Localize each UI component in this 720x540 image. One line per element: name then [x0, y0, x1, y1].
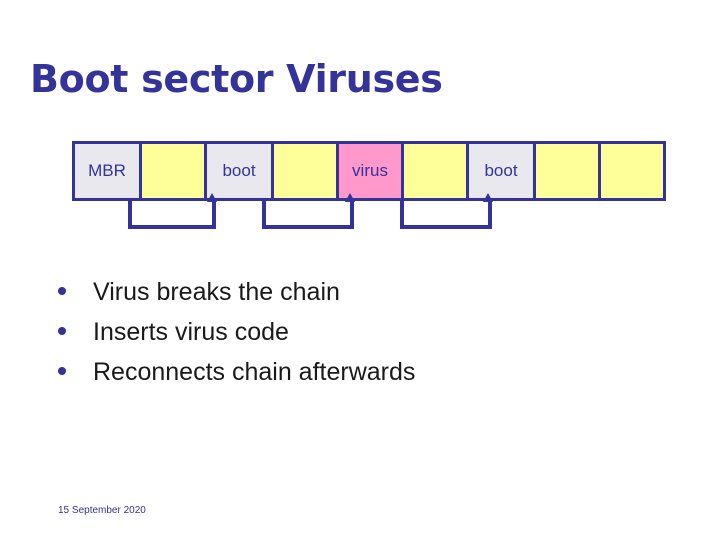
- disk-cell-label: boot: [222, 161, 256, 180]
- page-title: Boot sector Viruses: [30, 57, 443, 101]
- list-item: Inserts virus code: [58, 318, 658, 358]
- chain-connector-2: [262, 193, 355, 229]
- disk-cell-data-2: [271, 141, 339, 201]
- list-item-label: Inserts virus code: [93, 318, 289, 346]
- list-item-label: Virus breaks the chain: [93, 278, 340, 306]
- footer-date: 15 September 2020: [58, 505, 146, 516]
- disk-cell-mbr: MBR: [72, 141, 142, 201]
- disk-sector-chain-diagram: MBR boot virus boot: [72, 141, 682, 201]
- list-item: Virus breaks the chain: [58, 278, 658, 318]
- disk-cell-boot-1: boot: [204, 141, 274, 201]
- chain-connector-3: [400, 193, 493, 229]
- disk-cell-label: boot: [484, 161, 518, 180]
- disk-cell-data-5: [598, 141, 666, 201]
- arrow-up-icon: [207, 193, 217, 202]
- disk-cell-label: virus: [352, 161, 388, 180]
- list-item: Reconnects chain afterwards: [58, 358, 658, 398]
- disk-cell-data-4: [533, 141, 601, 201]
- arrow-up-icon: [345, 193, 355, 202]
- bullet-list: Virus breaks the chain Inserts virus cod…: [58, 278, 658, 398]
- disk-cell-data-1: [139, 141, 207, 201]
- disk-cell-data-3: [401, 141, 469, 201]
- chain-connector-1: [128, 193, 217, 229]
- list-item-label: Reconnects chain afterwards: [93, 358, 416, 386]
- bullet-dot-icon: [58, 367, 66, 375]
- arrow-up-icon: [483, 193, 493, 202]
- bullet-dot-icon: [58, 327, 66, 335]
- bullet-dot-icon: [58, 287, 66, 295]
- disk-cell-virus: virus: [336, 141, 404, 201]
- disk-cell-label: MBR: [88, 161, 126, 180]
- disk-cell-boot-2: boot: [466, 141, 536, 201]
